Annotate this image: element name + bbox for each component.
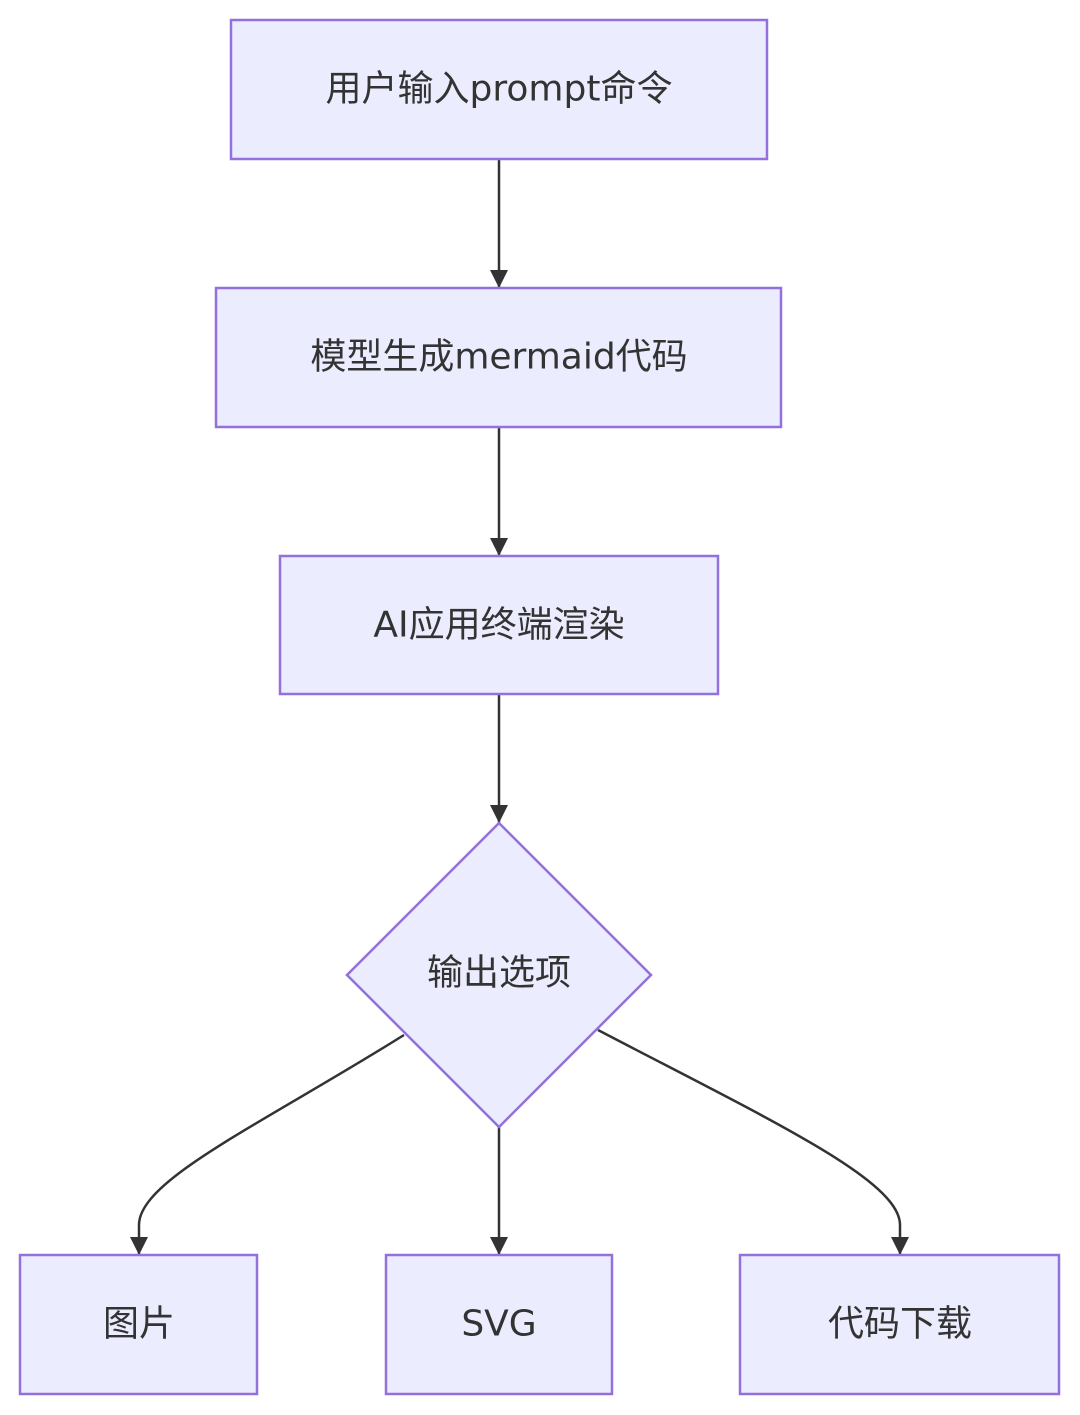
node-label: 代码下载 [828, 1304, 972, 1345]
edges [130, 159, 909, 1255]
node-box [229, 18, 769, 161]
node-user-input: 用户输入prompt命令 [229, 18, 769, 161]
node-box [738, 1253, 1061, 1396]
node-label: 用户输入prompt命令 [326, 69, 673, 110]
node-image: 图片 [18, 1253, 259, 1396]
node-label: SVG [461, 1304, 536, 1345]
node-label: 图片 [103, 1304, 175, 1345]
node-svg: SVG [384, 1253, 614, 1396]
node-box [18, 1253, 259, 1396]
edge-d-g [597, 1028, 909, 1255]
node-output-options: 输出选项 [345, 821, 653, 1129]
decision-diamond [345, 821, 653, 1129]
node-box [384, 1253, 614, 1396]
node-label: 输出选项 [427, 953, 571, 994]
node-ai-render: AI应用终端渲染 [278, 554, 720, 696]
node-label: AI应用终端渲染 [373, 605, 624, 646]
edge-d-e [130, 1033, 405, 1255]
node-label: 模型生成mermaid代码 [310, 337, 687, 378]
node-code-download: 代码下载 [738, 1253, 1061, 1396]
node-box [214, 286, 783, 429]
node-box [278, 554, 720, 696]
node-model-generate: 模型生成mermaid代码 [214, 286, 783, 429]
